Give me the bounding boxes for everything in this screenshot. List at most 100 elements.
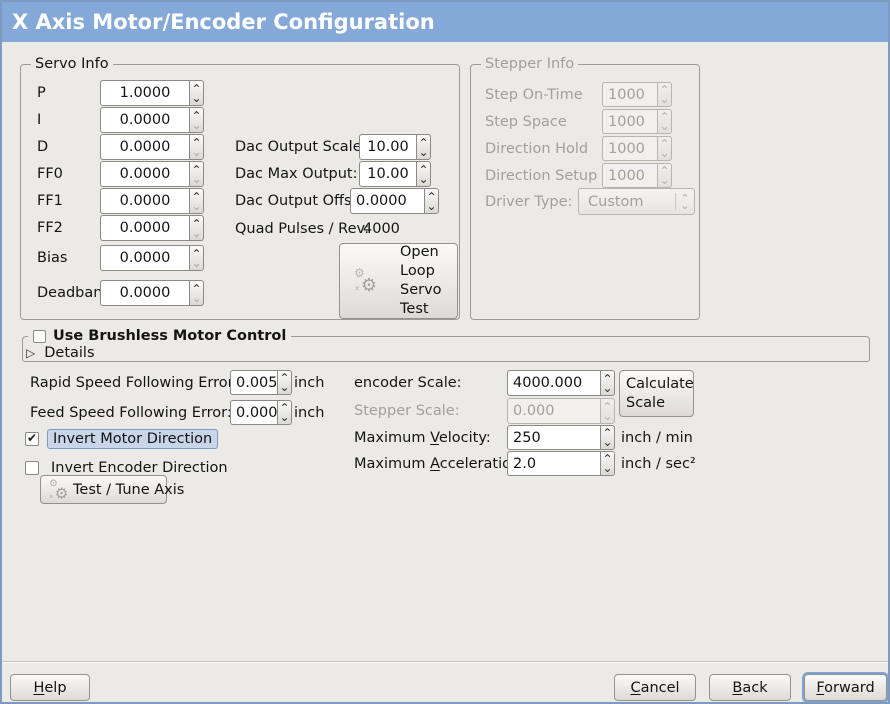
spin-up-icon[interactable] [190, 281, 203, 293]
dac-output-scale-spinbox[interactable]: 10.00 [359, 134, 431, 160]
footer-separator [2, 661, 888, 663]
driver-type-label: Driver Type: [485, 194, 573, 210]
details-label: Details [44, 345, 95, 361]
spin-up-icon[interactable] [417, 162, 430, 174]
spin-down-icon[interactable] [417, 147, 430, 159]
spin-down-icon[interactable] [425, 201, 438, 213]
encoder-scale-field[interactable]: 4000.000 [507, 370, 600, 396]
ff0-field[interactable]: 0.0000 [100, 161, 189, 187]
spin-down-icon[interactable] [190, 293, 203, 305]
quad-pulses-label: Quad Pulses / Rev: [235, 221, 370, 237]
ff2-field[interactable]: 0.0000 [100, 215, 189, 241]
spin-up-icon[interactable] [190, 81, 203, 93]
encoder-scale-spinbox[interactable]: 4000.000 [507, 370, 615, 396]
spin-up-icon[interactable] [190, 108, 203, 120]
ff0-spinbox[interactable]: 0.0000 [100, 161, 204, 187]
test-tune-axis-button[interactable]: Test / Tune Axis [40, 475, 184, 504]
stepper-info-frame: Stepper Info Step On-Time 1000 Step Spac… [470, 56, 700, 320]
i-spinbox[interactable]: 0.0000 [100, 107, 204, 133]
feed-following-error-field[interactable]: 0.0005 [230, 400, 277, 425]
i-field[interactable]: 0.0000 [100, 107, 189, 133]
p-spinbox[interactable]: 1.0000 [100, 80, 204, 106]
spin-up-icon[interactable] [190, 135, 203, 147]
spin-buttons [600, 398, 615, 424]
step-on-time-label: Step On-Time [485, 87, 583, 103]
driver-type-value: Custom [588, 193, 644, 210]
spin-down-icon[interactable] [190, 120, 203, 132]
ff2-spinbox[interactable]: 0.0000 [100, 215, 204, 241]
spin-up-icon[interactable] [278, 371, 291, 383]
stepper-scale-spinbox: 0.000 [507, 398, 615, 424]
invert-motor-direction-row[interactable]: Invert Motor Direction [25, 429, 219, 449]
calculate-scale-button[interactable]: Calculate Scale [619, 370, 694, 417]
spin-down-icon[interactable] [417, 174, 430, 186]
invert-encoder-checkbox[interactable] [25, 461, 39, 475]
spin-down-icon[interactable] [601, 383, 614, 395]
stepper-scale-label: Stepper Scale: [354, 403, 460, 419]
dac-max-output-spinbox[interactable]: 10.00 [359, 161, 431, 187]
maximum-velocity-field[interactable]: 250 [507, 425, 600, 450]
spin-down-icon[interactable] [601, 438, 614, 450]
use-brushless-label: Use Brushless Motor Control [53, 328, 287, 344]
spin-down-icon[interactable] [190, 93, 203, 105]
rapid-following-error-field[interactable]: 0.0050 [230, 370, 277, 395]
open-loop-servo-test-button[interactable]: Open Loop Servo Test [339, 243, 458, 319]
servo-info-frame: Servo Info P 1.0000 I 0.0000 D 0.0000 [20, 56, 460, 320]
spin-up-icon[interactable] [190, 162, 203, 174]
spin-up-icon[interactable] [425, 189, 438, 201]
d-field[interactable]: 0.0000 [100, 134, 189, 160]
dropdown-arrows-icon [676, 195, 694, 209]
spin-up-icon[interactable] [190, 189, 203, 201]
dac-max-output-field[interactable]: 10.00 [359, 161, 416, 187]
test-tune-axis-label: Test / Tune Axis [73, 481, 185, 498]
spin-up-icon[interactable] [190, 216, 203, 228]
maximum-acceleration-unit: inch / sec² [621, 456, 696, 472]
dac-output-offset-spinbox[interactable]: 0.0000 [350, 188, 439, 214]
p-field[interactable]: 1.0000 [100, 80, 189, 106]
forward-button[interactable]: Forward [804, 674, 887, 701]
dac-output-scale-field[interactable]: 10.00 [359, 134, 416, 160]
ff2-label: FF2 [37, 220, 63, 236]
rapid-following-error-spinbox[interactable]: 0.0050 [230, 370, 292, 395]
spin-down-icon[interactable] [190, 174, 203, 186]
spin-down-icon[interactable] [278, 383, 291, 395]
spin-buttons [600, 425, 615, 450]
back-button[interactable]: Back [709, 674, 791, 701]
spin-up-icon[interactable] [601, 452, 614, 464]
maximum-acceleration-field[interactable]: 2.0 [507, 451, 600, 476]
ff1-spinbox[interactable]: 0.0000 [100, 188, 204, 214]
spin-up-icon[interactable] [190, 246, 203, 258]
spin-up-icon[interactable] [601, 371, 614, 383]
expander-arrow-icon[interactable] [26, 345, 35, 361]
spin-down-icon[interactable] [190, 147, 203, 159]
spin-down-icon[interactable] [601, 464, 614, 476]
maximum-acceleration-spinbox[interactable]: 2.0 [507, 451, 615, 476]
details-expander[interactable]: Details [26, 345, 95, 361]
ff1-field[interactable]: 0.0000 [100, 188, 189, 214]
spin-down-icon[interactable] [190, 228, 203, 240]
spin-buttons [600, 451, 615, 476]
bias-field[interactable]: 0.0000 [100, 245, 189, 271]
brushless-checkbox-row[interactable]: Use Brushless Motor Control [28, 327, 292, 345]
bias-spinbox[interactable]: 0.0000 [100, 245, 204, 271]
feed-following-error-spinbox[interactable]: 0.0005 [230, 400, 292, 425]
dac-max-output-label: Dac Max Output: [235, 166, 358, 182]
spin-up-icon[interactable] [417, 135, 430, 147]
spin-down-icon[interactable] [278, 413, 291, 425]
d-spinbox[interactable]: 0.0000 [100, 134, 204, 160]
cancel-button[interactable]: Cancel [614, 674, 696, 701]
spin-up-icon[interactable] [278, 401, 291, 413]
spin-down-icon[interactable] [190, 258, 203, 270]
help-button[interactable]: Help [10, 674, 90, 701]
invert-encoder-direction-row[interactable]: Invert Encoder Direction [25, 460, 228, 476]
p-label: P [37, 85, 46, 101]
dac-output-offset-field[interactable]: 0.0000 [350, 188, 424, 214]
maximum-velocity-spinbox[interactable]: 250 [507, 425, 615, 450]
deadband-field[interactable]: 0.0000 [100, 280, 189, 306]
use-brushless-checkbox[interactable] [33, 329, 46, 343]
spin-down-icon[interactable] [190, 201, 203, 213]
spin-up-icon[interactable] [601, 426, 614, 438]
invert-motor-checkbox[interactable] [25, 431, 39, 446]
deadband-spin-buttons [189, 280, 204, 306]
deadband-spinbox[interactable]: 0.0000 [100, 280, 204, 306]
